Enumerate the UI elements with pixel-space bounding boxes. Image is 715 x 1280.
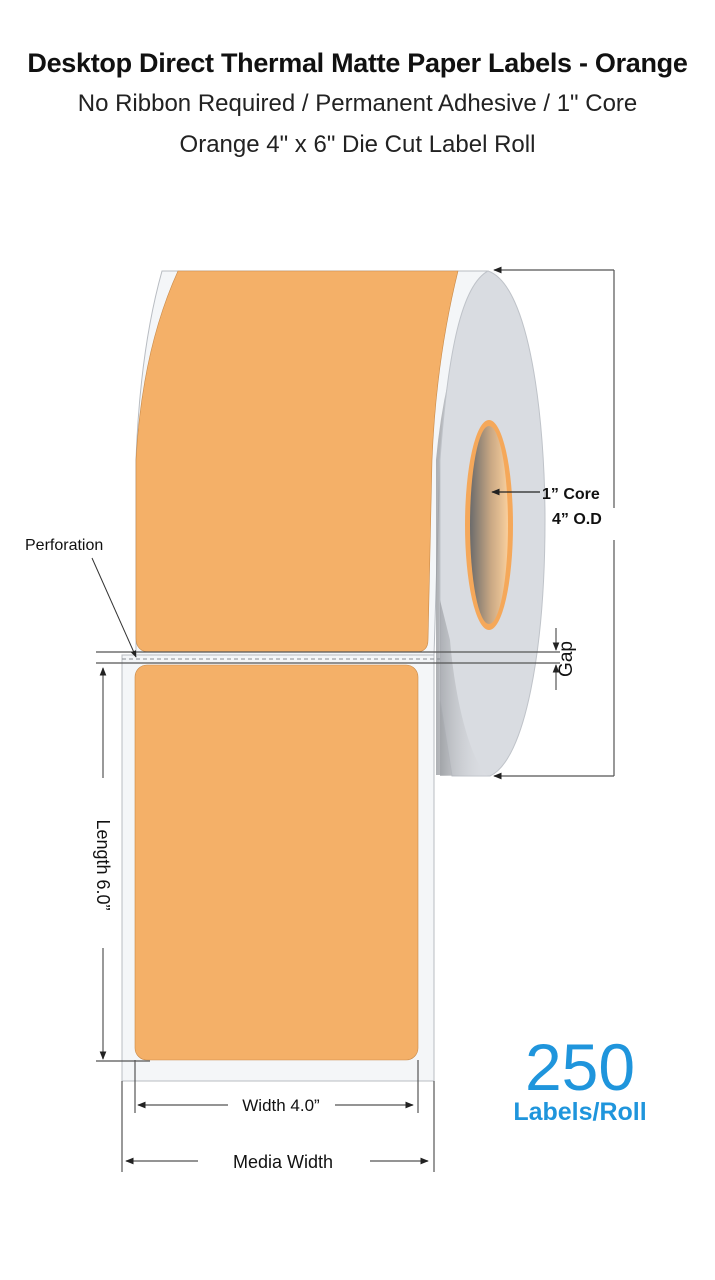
width-label: Width 4.0”	[242, 1096, 320, 1115]
length-label: Length 6.0”	[93, 819, 113, 910]
media-width-label: Media Width	[233, 1152, 333, 1172]
od-dimension	[493, 266, 615, 780]
roll-body	[135, 270, 500, 775]
label-count: 250	[524, 1030, 636, 1104]
flat-label	[134, 664, 419, 1061]
media-width-dimension	[121, 1081, 435, 1172]
width-dimension	[134, 1060, 419, 1113]
perforation-label: Perforation	[25, 537, 103, 554]
length-dimension	[96, 667, 150, 1062]
roll-label	[135, 270, 459, 653]
page-subtitle: No Ribbon Required / Permanent Adhesive …	[77, 90, 638, 117]
core-label: 1” Core	[542, 486, 600, 503]
product-line: Orange 4" x 6" Die Cut Label Roll	[179, 131, 536, 158]
page-title: Desktop Direct Thermal Matte Paper Label…	[27, 48, 688, 78]
gap-label: Gap	[556, 641, 577, 677]
perforation-pointer	[91, 557, 137, 658]
gap-dimension	[96, 628, 560, 690]
core-hole	[470, 426, 508, 624]
roll-face	[439, 270, 546, 777]
liner-strip	[121, 654, 440, 1082]
label-count-unit: Labels/Roll	[513, 1098, 647, 1126]
od-label: 4” O.D	[552, 511, 602, 528]
